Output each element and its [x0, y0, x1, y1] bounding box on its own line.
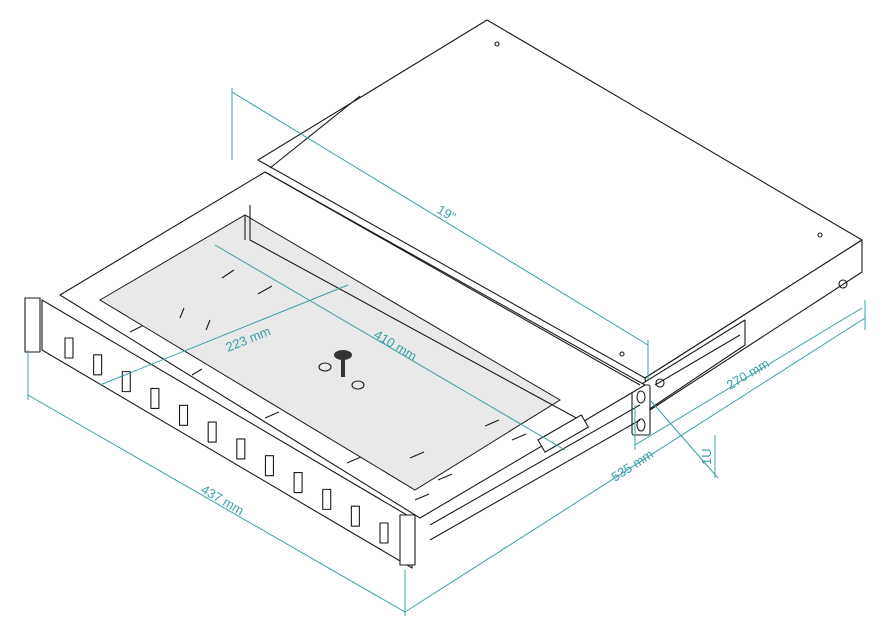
adapter-port	[207, 421, 217, 443]
adapter-port	[350, 505, 360, 527]
dim-270mm: 270 mm	[724, 356, 772, 393]
dim-535mm: 535 mm	[608, 446, 656, 484]
adapter-ports	[64, 337, 389, 544]
adapter-port	[322, 488, 332, 510]
adapter-port	[264, 455, 275, 477]
adapter-port	[236, 438, 246, 460]
adapter-port	[379, 522, 389, 544]
dimension-lines	[27, 88, 866, 616]
spool-post	[318, 350, 365, 390]
adapter-port	[93, 354, 103, 376]
dim-437mm: 437 mm	[199, 482, 247, 518]
sliding-tray	[24, 171, 646, 569]
adapter-port	[64, 337, 74, 359]
dim-1u: 1U	[699, 448, 714, 465]
adapter-port	[121, 371, 131, 393]
cable-guides	[129, 269, 527, 501]
adapter-port	[293, 471, 303, 494]
adapter-port	[178, 404, 189, 426]
adapter-port	[150, 387, 160, 410]
